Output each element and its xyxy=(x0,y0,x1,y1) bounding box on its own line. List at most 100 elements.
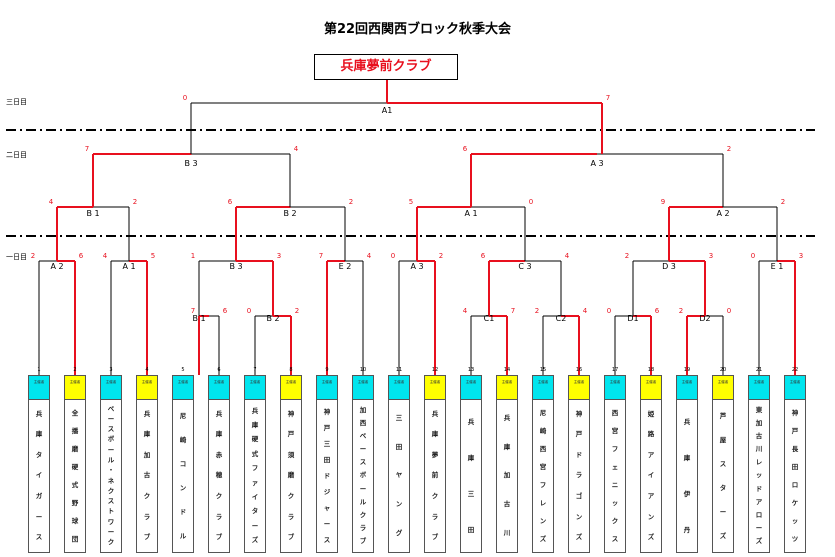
team-card: 主催者神戸ドラゴンズ xyxy=(568,375,590,553)
match-label-A1c: A1 xyxy=(382,106,393,115)
team-number: 18 xyxy=(648,367,654,373)
team-card: 主催者尼崎西宮フレンズ xyxy=(532,375,554,553)
team-name-char: 東 xyxy=(755,406,763,415)
team-card: 主催者東加古川レッドアローズ xyxy=(748,375,770,553)
team-name-char: ス xyxy=(107,497,115,506)
team-name-char: ン xyxy=(395,500,403,509)
team-name-char: ド xyxy=(755,484,763,493)
team-name-char: 伊 xyxy=(683,489,691,498)
team-header-text: 主催者 xyxy=(537,380,549,384)
score-right-E1: 3 xyxy=(799,252,803,260)
team-name-char: ル xyxy=(359,497,367,506)
team-number: 10 xyxy=(360,367,366,373)
team-name: 兵庫タイガース xyxy=(28,400,50,553)
day-dividers xyxy=(6,129,815,237)
team-name-char: 戸 xyxy=(791,426,799,435)
team-card: 主催者尼崎コンドル xyxy=(172,375,194,553)
team-number: 6 xyxy=(217,367,220,373)
team-name-char: ラ xyxy=(143,512,151,521)
team-name-char: 兵 xyxy=(143,409,151,418)
team-name-char: 兵 xyxy=(431,409,439,418)
team-name-char: 庫 xyxy=(467,453,475,462)
team-name: 兵庫夢前クラブ xyxy=(424,400,446,553)
team-name-char: ア xyxy=(647,492,655,501)
team-name-char: フ xyxy=(251,464,259,473)
team-name-char: ー xyxy=(359,445,367,454)
team-name-char: 路 xyxy=(647,430,655,439)
match-label-A3a: A 3 xyxy=(410,262,423,271)
team-name: 神戸須磨クラブ xyxy=(280,400,302,553)
team-header: 主催者 xyxy=(28,375,50,400)
team-card: 主催者三田ヤング xyxy=(388,375,410,553)
team-name-char: ル xyxy=(107,456,115,465)
team-name-char: 芦 xyxy=(719,411,727,420)
score-right-B1: 6 xyxy=(223,307,228,315)
team-header-text: 主催者 xyxy=(285,380,297,384)
team-name-char: ケ xyxy=(791,498,799,507)
team-name-char: 戸 xyxy=(575,430,583,439)
team-name-char: ク xyxy=(107,486,115,495)
team-card: 主催者兵庫赤穂クラブ xyxy=(208,375,230,553)
team-name-char: 加 xyxy=(359,406,367,415)
team-name-char: 球 xyxy=(71,516,79,525)
score-right-B1b: 2 xyxy=(133,198,137,206)
score-left-B2: 0 xyxy=(247,307,251,315)
score-left-A1c: 0 xyxy=(183,94,187,102)
team-name-char: 田 xyxy=(395,442,403,451)
team-name-char: 須 xyxy=(287,450,295,459)
team-number: 15 xyxy=(540,367,546,373)
team-name-char: ラ xyxy=(215,512,223,521)
score-left-B3b: 7 xyxy=(85,145,89,153)
team-name-char: ァ xyxy=(251,478,259,487)
match-label-B1: B 1 xyxy=(192,314,205,323)
team-name-char: 兵 xyxy=(467,417,475,426)
team-header-text: 主催者 xyxy=(753,380,765,384)
team-name: 加西ベースボールクラブ xyxy=(352,400,374,553)
team-name-char: ー xyxy=(359,484,367,493)
team-header: 主催者 xyxy=(352,375,374,400)
team-header-text: 主催者 xyxy=(573,380,585,384)
team-header-text: 主催者 xyxy=(69,380,81,384)
team-header: 主催者 xyxy=(676,375,698,400)
team-name-char: 播 xyxy=(71,426,79,435)
team-name-char: ス xyxy=(719,459,727,468)
team-name-char: 崎 xyxy=(539,426,547,435)
team-name-char: ボ xyxy=(359,471,367,480)
score-left-A3a: 0 xyxy=(391,252,395,260)
score-left-E2: 7 xyxy=(319,252,323,260)
team-name-char: 西 xyxy=(611,408,619,417)
team-name-char: ス xyxy=(35,533,43,542)
match-label-A1b: A 1 xyxy=(464,209,477,218)
score-left-C1: 4 xyxy=(463,307,468,315)
team-name-char: ロ xyxy=(755,510,763,519)
team-name: 神戸ドラゴンズ xyxy=(568,400,590,553)
team-header: 主催者 xyxy=(64,375,86,400)
team-number: 19 xyxy=(684,367,690,373)
team-name-char: ー xyxy=(251,521,259,530)
score-right-A3a: 2 xyxy=(439,252,443,260)
team-header: 主催者 xyxy=(748,375,770,400)
match-label-D2: D2 xyxy=(699,314,710,323)
team-name-char: 兵 xyxy=(683,417,691,426)
team-name-char: 硬 xyxy=(251,435,259,444)
team-name-char: 古 xyxy=(143,471,151,480)
team-card: 主催者姫路アイアンズ xyxy=(640,375,662,553)
team-name: 兵庫伊丹 xyxy=(676,400,698,553)
team-name-char: 三 xyxy=(467,489,475,498)
match-label-E2: E 2 xyxy=(339,262,352,271)
team-name: 兵庫赤穂クラブ xyxy=(208,400,230,553)
team-name: 神戸三田ドジャース xyxy=(316,400,338,553)
match-label-B1b: B 1 xyxy=(86,209,99,218)
team-name-char: 田 xyxy=(323,455,331,464)
score-left-E1: 0 xyxy=(751,252,755,260)
team-name-char: 夢 xyxy=(431,450,439,459)
team-name-char: 兵 xyxy=(215,409,223,418)
score-right-A1b: 0 xyxy=(529,198,533,206)
team-name-char: ベ xyxy=(107,404,115,413)
day-label-2: 二日目 xyxy=(6,151,27,159)
team-name-char: 三 xyxy=(395,413,403,422)
team-card: 主催者兵庫加古川 xyxy=(496,375,518,553)
team-name-char: ス xyxy=(107,425,115,434)
team-name-char: ロ xyxy=(791,480,799,489)
team-name-char: ラ xyxy=(575,471,583,480)
